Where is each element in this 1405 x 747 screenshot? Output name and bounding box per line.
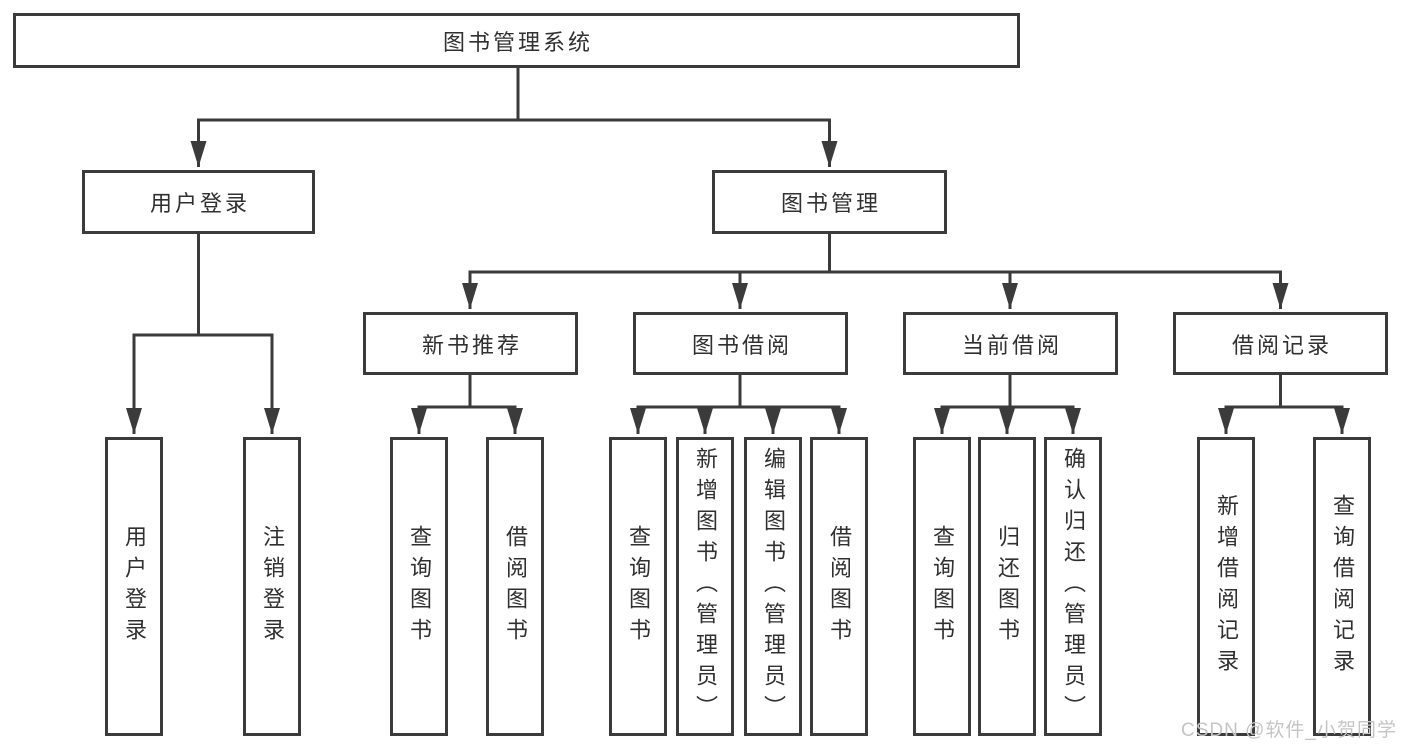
leaf-add-borrow-record: 新增借阅记录 [1197,437,1255,736]
leaf-query-borrow-record: 查询借阅记录 [1313,437,1371,736]
node-current-borrow: 当前借阅 [903,312,1118,375]
branch-user-login: 用户登录 [82,170,315,234]
leaf-query-book-newrec: 查询图书 [390,437,448,736]
connector-trunks [132,65,1344,409]
leaf-add-book-admin: 新增图书（管理员） [676,437,734,736]
csdn-watermark: CSDN @软件_小贺同学 [1181,720,1397,741]
leaf-query-book-current: 查询图书 [913,437,971,736]
leaf-logout-login: 注销登录 [243,437,301,736]
node-book-borrow: 图书借阅 [633,312,848,375]
branch-book-management: 图书管理 [712,170,947,234]
connector-arrows [126,120,1350,434]
leaf-return-book: 归还图书 [978,437,1036,736]
leaf-edit-book-admin: 编辑图书（管理员） [744,437,802,736]
leaf-user-login: 用户登录 [105,437,163,736]
leaf-confirm-return-admin: 确认归还（管理员） [1044,437,1102,736]
leaf-query-book-borrow: 查询图书 [609,437,667,736]
node-borrow-records: 借阅记录 [1173,312,1388,375]
leaf-borrow-book-borrow: 借阅图书 [810,437,868,736]
root-node: 图书管理系统 [13,13,1020,68]
node-new-book-recommend: 新书推荐 [363,312,578,375]
leaf-borrow-book-newrec: 借阅图书 [486,437,544,736]
